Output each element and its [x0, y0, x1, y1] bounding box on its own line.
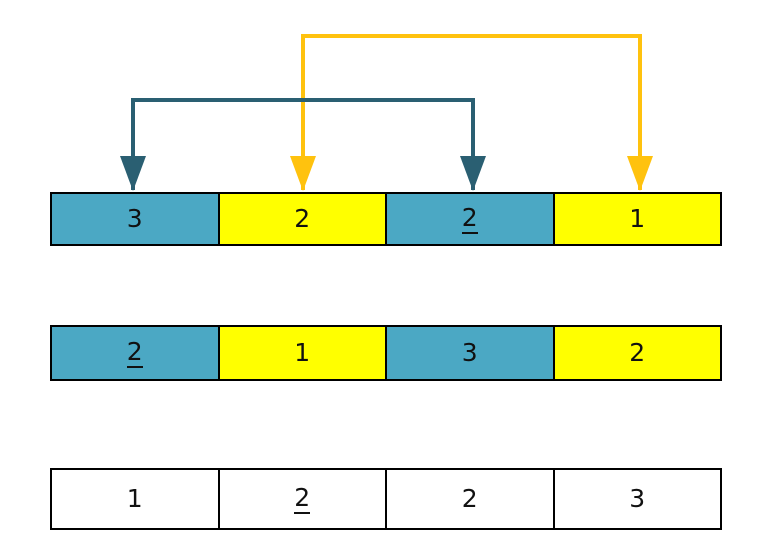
cell-value: 1	[629, 204, 646, 233]
cell-value: 1	[294, 338, 311, 367]
top-row-cell-1[interactable]: 3	[50, 192, 220, 246]
cell-value: 2	[294, 204, 311, 233]
bottom-row-cell-4[interactable]: 3	[552, 468, 722, 530]
teal-arrowhead-right	[460, 156, 486, 191]
teal-arrowhead-left	[120, 156, 146, 191]
top-row-cell-4[interactable]: 1	[552, 192, 722, 246]
middle-row-cell-1[interactable]: 2	[50, 325, 220, 381]
teal-swap-connector	[120, 98, 486, 191]
top-row-cell-3[interactable]: 2	[385, 192, 555, 246]
cell-value: 3	[629, 484, 646, 513]
middle-row-cell-2[interactable]: 1	[217, 325, 387, 381]
middle-row-cell-3[interactable]: 3	[385, 325, 555, 381]
cell-value: 2	[461, 484, 478, 513]
yellow-connector-path	[301, 34, 642, 190]
cell-value: 2	[461, 202, 478, 234]
cell-value: 2	[126, 336, 143, 368]
cell-value: 1	[126, 484, 143, 513]
yellow-arrowhead-left	[290, 156, 316, 191]
top-row: 3 2 2 1	[50, 192, 722, 246]
cell-value: 3	[461, 338, 478, 367]
top-row-cell-2[interactable]: 2	[217, 192, 387, 246]
middle-row-cell-4[interactable]: 2	[552, 325, 722, 381]
bottom-row-cell-2[interactable]: 2	[217, 468, 387, 530]
cell-value: 2	[629, 338, 646, 367]
yellow-swap-connector	[290, 34, 653, 191]
yellow-arrowhead-right	[627, 156, 653, 191]
middle-row: 2 1 3 2	[50, 325, 722, 381]
bottom-row-cell-1[interactable]: 1	[50, 468, 220, 530]
cell-value: 2	[294, 482, 311, 514]
cell-value: 3	[126, 204, 143, 233]
bottom-row-cell-3[interactable]: 2	[385, 468, 555, 530]
teal-connector-path	[131, 98, 475, 190]
bottom-row: 1 2 2 3	[50, 468, 722, 530]
